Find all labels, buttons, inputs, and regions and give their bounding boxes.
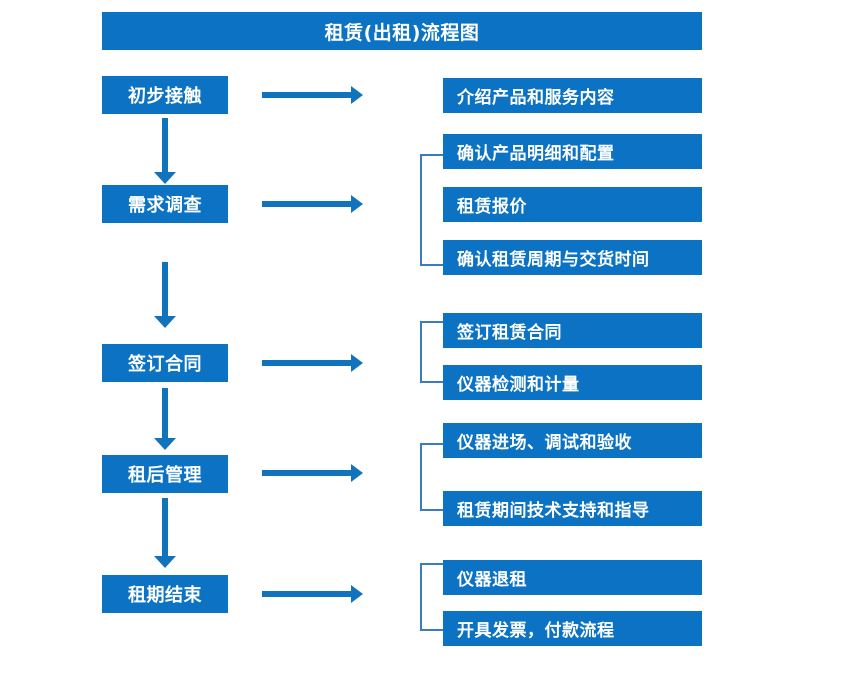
bracket-rental-end (420, 563, 444, 631)
detail-box-instrument-entry-commission[interactable]: 仪器进场、调试和验收 (443, 423, 702, 458)
right-arrow-5-head (351, 585, 363, 603)
stage-box-rental-end[interactable]: 租期结束 (102, 575, 228, 613)
right-arrow-2 (262, 195, 363, 213)
right-arrow-5 (262, 585, 363, 603)
down-arrow-2 (154, 262, 176, 328)
right-arrow-3-head (351, 354, 363, 372)
bracket-post-rental-management (420, 443, 444, 511)
detail-box-confirm-period-delivery[interactable]: 确认租赁周期与交货时间 (443, 240, 702, 275)
bracket-sign-contract (420, 321, 444, 383)
down-arrow-3-shaft (162, 388, 168, 438)
right-arrow-3 (262, 354, 363, 372)
down-arrow-4-shaft (162, 498, 168, 556)
down-arrow-2-shaft (162, 262, 168, 316)
down-arrow-1-head (154, 172, 176, 184)
down-arrow-1-shaft (162, 118, 168, 172)
stage-box-sign-contract[interactable]: 签订合同 (102, 344, 228, 382)
down-arrow-1 (154, 118, 176, 184)
right-arrow-2-shaft (262, 201, 351, 207)
detail-box-invoice-payment[interactable]: 开具发票，付款流程 (443, 611, 702, 646)
page-title: 租赁(出租)流程图 (102, 12, 702, 50)
right-arrow-1-head (351, 86, 363, 104)
stage-box-initial-contact[interactable]: 初步接触 (102, 76, 228, 114)
down-arrow-3 (154, 388, 176, 450)
detail-box-introduce-products[interactable]: 介绍产品和服务内容 (443, 78, 702, 113)
right-arrow-2-head (351, 195, 363, 213)
right-arrow-4-head (351, 464, 363, 482)
detail-box-technical-support[interactable]: 租赁期间技术支持和指导 (443, 491, 702, 526)
down-arrow-4 (154, 498, 176, 568)
detail-box-rental-quotation[interactable]: 租赁报价 (443, 187, 702, 222)
right-arrow-4 (262, 464, 363, 482)
detail-box-sign-rental-contract[interactable]: 签订租赁合同 (443, 313, 702, 348)
detail-box-instrument-return[interactable]: 仪器退租 (443, 560, 702, 595)
right-arrow-3-shaft (262, 360, 351, 366)
detail-box-confirm-product-spec[interactable]: 确认产品明细和配置 (443, 134, 702, 169)
stage-box-post-rental-management[interactable]: 租后管理 (102, 455, 228, 493)
down-arrow-4-head (154, 556, 176, 568)
bracket-demand-survey (420, 154, 444, 266)
stage-box-demand-survey[interactable]: 需求调查 (102, 185, 228, 223)
right-arrow-4-shaft (262, 470, 351, 476)
detail-box-instrument-inspection[interactable]: 仪器检测和计量 (443, 365, 702, 400)
right-arrow-5-shaft (262, 591, 351, 597)
down-arrow-3-head (154, 438, 176, 450)
right-arrow-1 (262, 86, 363, 104)
down-arrow-2-head (154, 316, 176, 328)
right-arrow-1-shaft (262, 92, 351, 98)
